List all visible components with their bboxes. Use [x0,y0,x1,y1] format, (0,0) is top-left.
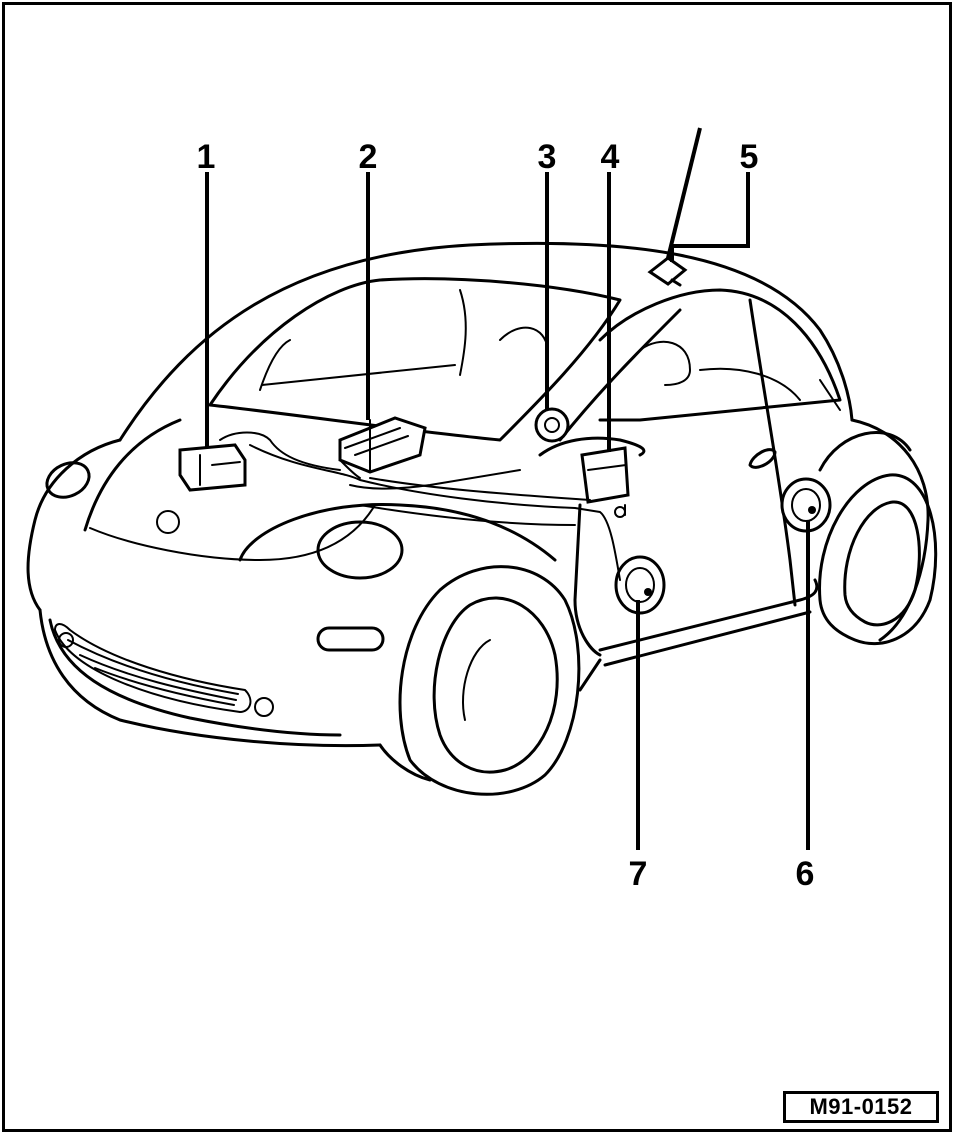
front-wheel [398,565,581,796]
component-5-antenna [647,256,688,287]
wiring-harness-2 [369,477,591,501]
callout-3: 3 [537,138,557,176]
car-body [26,241,930,782]
leader-lines [205,127,810,850]
figure-reference-code: M91-0152 [783,1091,939,1123]
component-4-amplifier [580,446,630,518]
callout-6: 6 [795,855,815,893]
callout-2: 2 [358,138,378,176]
component-3-tweeter [534,407,570,443]
wiring-harness [249,444,621,581]
callout-7: 7 [628,855,648,893]
callout-1: 1 [196,138,216,176]
callout-5: 5 [739,138,759,176]
callout-4: 4 [600,138,620,176]
rear-wheel [818,473,938,646]
component-1-unit [178,431,341,492]
component-2-radio [338,416,427,479]
